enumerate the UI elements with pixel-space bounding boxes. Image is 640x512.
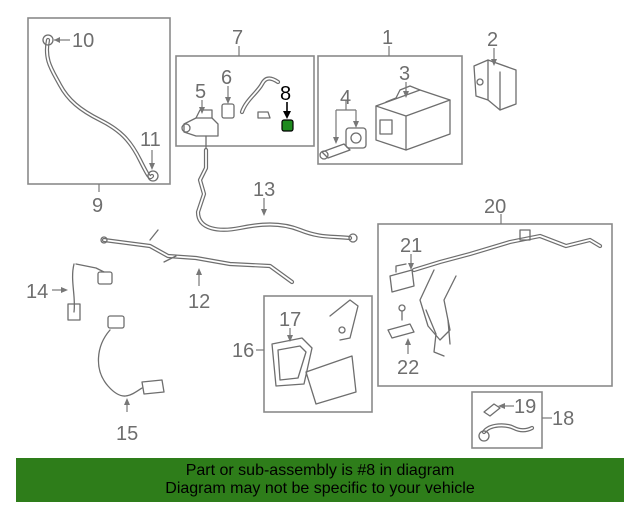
callout-19[interactable]: 19	[514, 396, 536, 418]
highlighted-part-8[interactable]	[281, 119, 294, 132]
callout-7[interactable]: 7	[232, 27, 243, 49]
clip-part	[387, 323, 415, 339]
group-box-20	[377, 223, 613, 387]
callout-9[interactable]: 9	[92, 195, 103, 217]
vapor-tube-part	[42, 34, 159, 182]
callout-16[interactable]: 16	[232, 340, 254, 362]
vacuum-hose-part	[239, 76, 281, 119]
filler-bracket-part	[389, 263, 415, 293]
banner-line-2: Diagram may not be specific to your vehi…	[165, 480, 475, 497]
group-box-18	[471, 391, 543, 449]
callout-1[interactable]: 1	[382, 27, 393, 49]
callout-8[interactable]: 8	[280, 83, 291, 105]
screw-part	[398, 304, 406, 321]
callout-4[interactable]: 4	[340, 87, 351, 109]
canister-bracket-part	[473, 59, 517, 111]
shield-part	[271, 299, 359, 405]
callout-18[interactable]: 18	[552, 408, 574, 430]
callout-10[interactable]: 10	[72, 30, 94, 52]
banner-line-1: Part or sub-assembly is #8 in diagram	[185, 462, 455, 479]
callout-11[interactable]: 11	[140, 129, 161, 151]
callout-13[interactable]: 13	[253, 179, 275, 201]
callout-3[interactable]: 3	[399, 63, 410, 85]
purge-tube-part	[195, 147, 358, 243]
charcoal-canister-part	[375, 85, 451, 151]
callout-2[interactable]: 2	[487, 29, 498, 51]
callout-12[interactable]: 12	[188, 291, 210, 313]
callout-15[interactable]: 15	[116, 423, 138, 445]
callout-6[interactable]: 6	[221, 67, 232, 89]
callout-14[interactable]: 14	[26, 281, 48, 303]
callout-21[interactable]: 21	[400, 235, 422, 257]
purge-valve-part	[181, 109, 219, 149]
group-box-1	[317, 55, 463, 165]
group-box-16	[263, 295, 373, 413]
sensor-part	[319, 127, 367, 160]
group-box-7	[175, 55, 315, 147]
bracket-part	[221, 103, 235, 119]
parts-diagram: 10 11 9 7 5 6 8 1 3	[26, 17, 613, 449]
info-banner: Part or sub-assembly is #8 in diagram Di…	[16, 458, 624, 502]
oxygen-sensor-rear-part	[97, 315, 165, 397]
vapor-line-part	[100, 229, 295, 285]
callout-22[interactable]: 22	[397, 357, 419, 379]
hose-clamp-part	[478, 403, 535, 442]
filler-pipe-part	[411, 229, 603, 357]
oxygen-sensor-part	[67, 263, 113, 321]
callout-20[interactable]: 20	[484, 196, 506, 218]
callout-5[interactable]: 5	[195, 81, 206, 103]
callout-17[interactable]: 17	[279, 309, 301, 331]
